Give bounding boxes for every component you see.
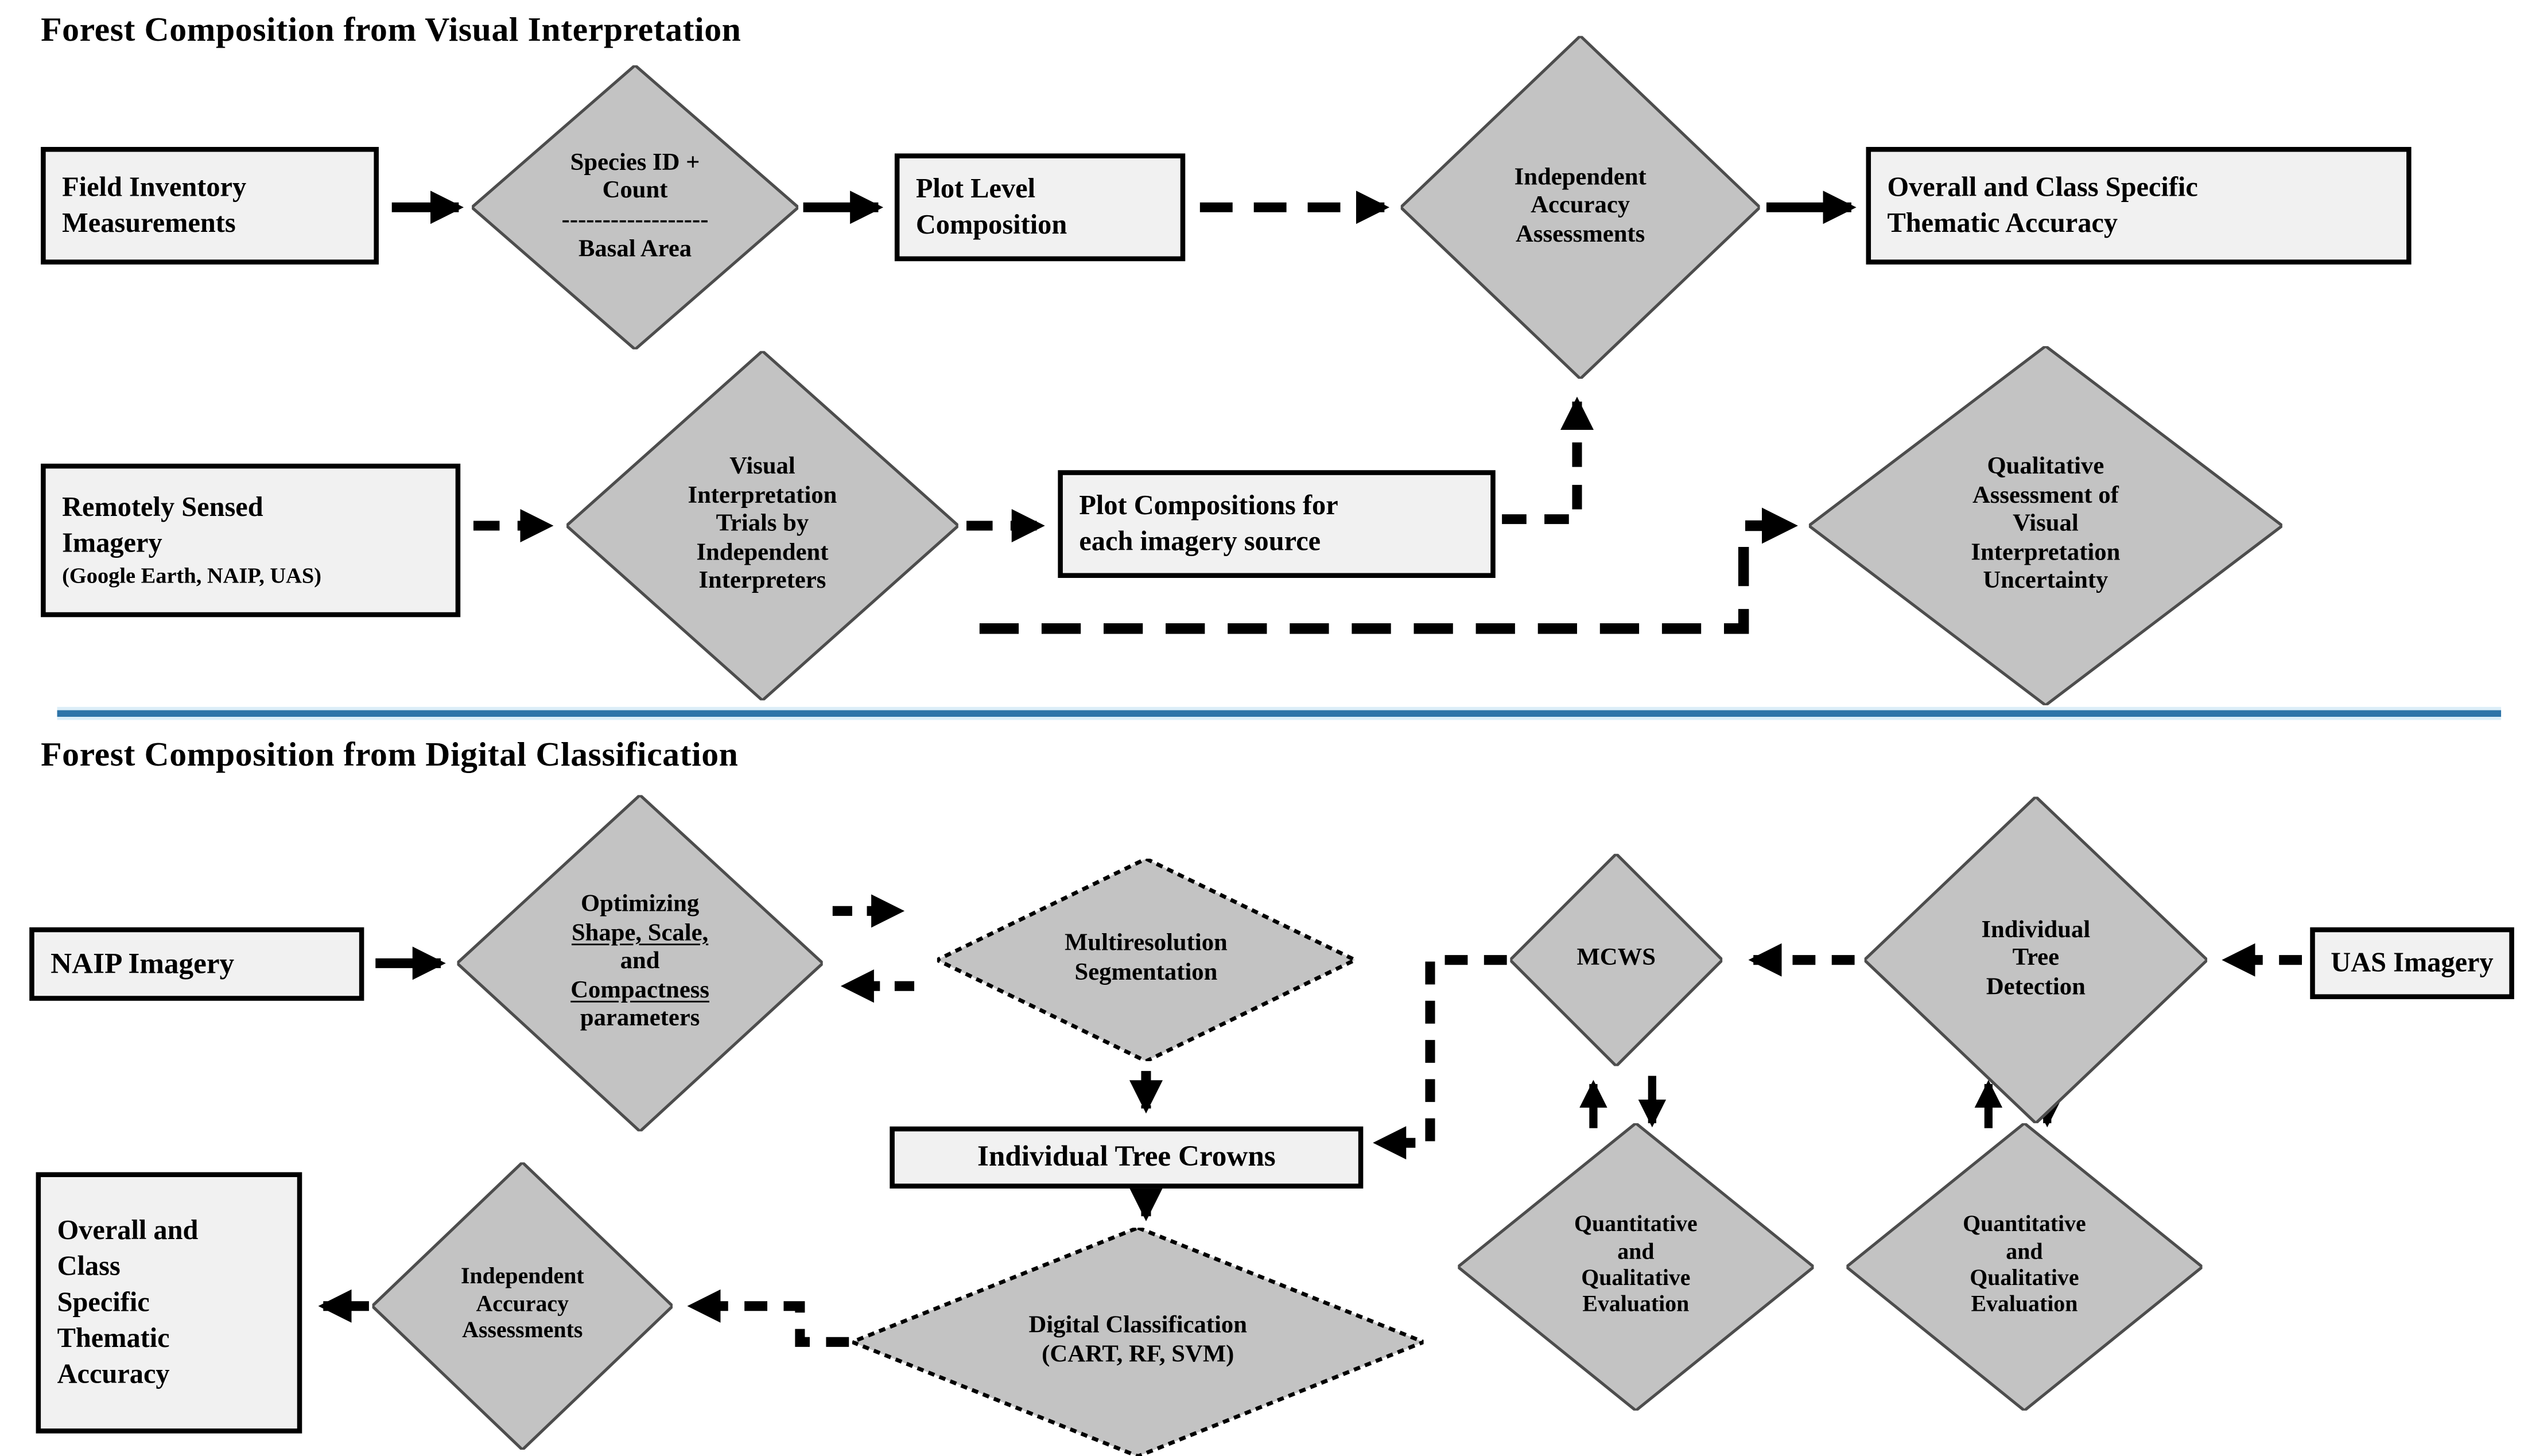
diamond-shape (566, 351, 958, 701)
box-naip-label: NAIP Imagery (51, 946, 235, 980)
diamond-shape (1808, 346, 2282, 705)
section-title-visual-interpretation: Forest Composition from Visual Interpret… (41, 10, 741, 49)
dashed-connector-classification-to-accuracy (687, 1289, 849, 1347)
diamond-mcws-label: MCWS (1576, 945, 1656, 972)
diamond-shape (1510, 853, 1722, 1066)
diamond-shape (457, 795, 823, 1131)
box-naip-imagery: NAIP Imagery (29, 927, 364, 1001)
box-uas-imagery: UAS Imagery (2310, 927, 2514, 999)
diamond-shape (1458, 1123, 1814, 1411)
box-uas-label: UAS Imagery (2331, 946, 2494, 978)
diamond-mcws: MCWS (1510, 853, 1722, 1066)
diamond-shape (852, 1228, 1424, 1456)
diamond-shape (1400, 36, 1760, 379)
dashed-connector-plot-comp-to-accuracy (1502, 397, 1594, 525)
diamond-species-label: Species ID +Count------------------Basal… (561, 150, 709, 262)
diamond-species-id-count: Species ID +Count------------------Basal… (472, 65, 799, 350)
diamond-shape (937, 859, 1356, 1062)
box-individual-tree-crowns: Individual Tree Crowns (890, 1126, 1364, 1189)
section-title-digital-classification: Forest Composition from Digital Classifi… (41, 735, 739, 774)
dashed-connector-mcws-to-crowns (1373, 955, 1507, 1160)
diamond-classification-label: Digital Classification(CART, RF, SVM) (1028, 1313, 1247, 1368)
section-divider-line (57, 706, 2502, 720)
diamond-digital-classification: Digital Classification(CART, RF, SVM) (852, 1228, 1424, 1456)
diamond-shape (472, 65, 799, 350)
diamond-shape (1846, 1123, 2202, 1411)
box-tree-crowns-label: Individual Tree Crowns (977, 1140, 1276, 1173)
dashed-connector-trials-to-qualitative (979, 507, 1798, 634)
